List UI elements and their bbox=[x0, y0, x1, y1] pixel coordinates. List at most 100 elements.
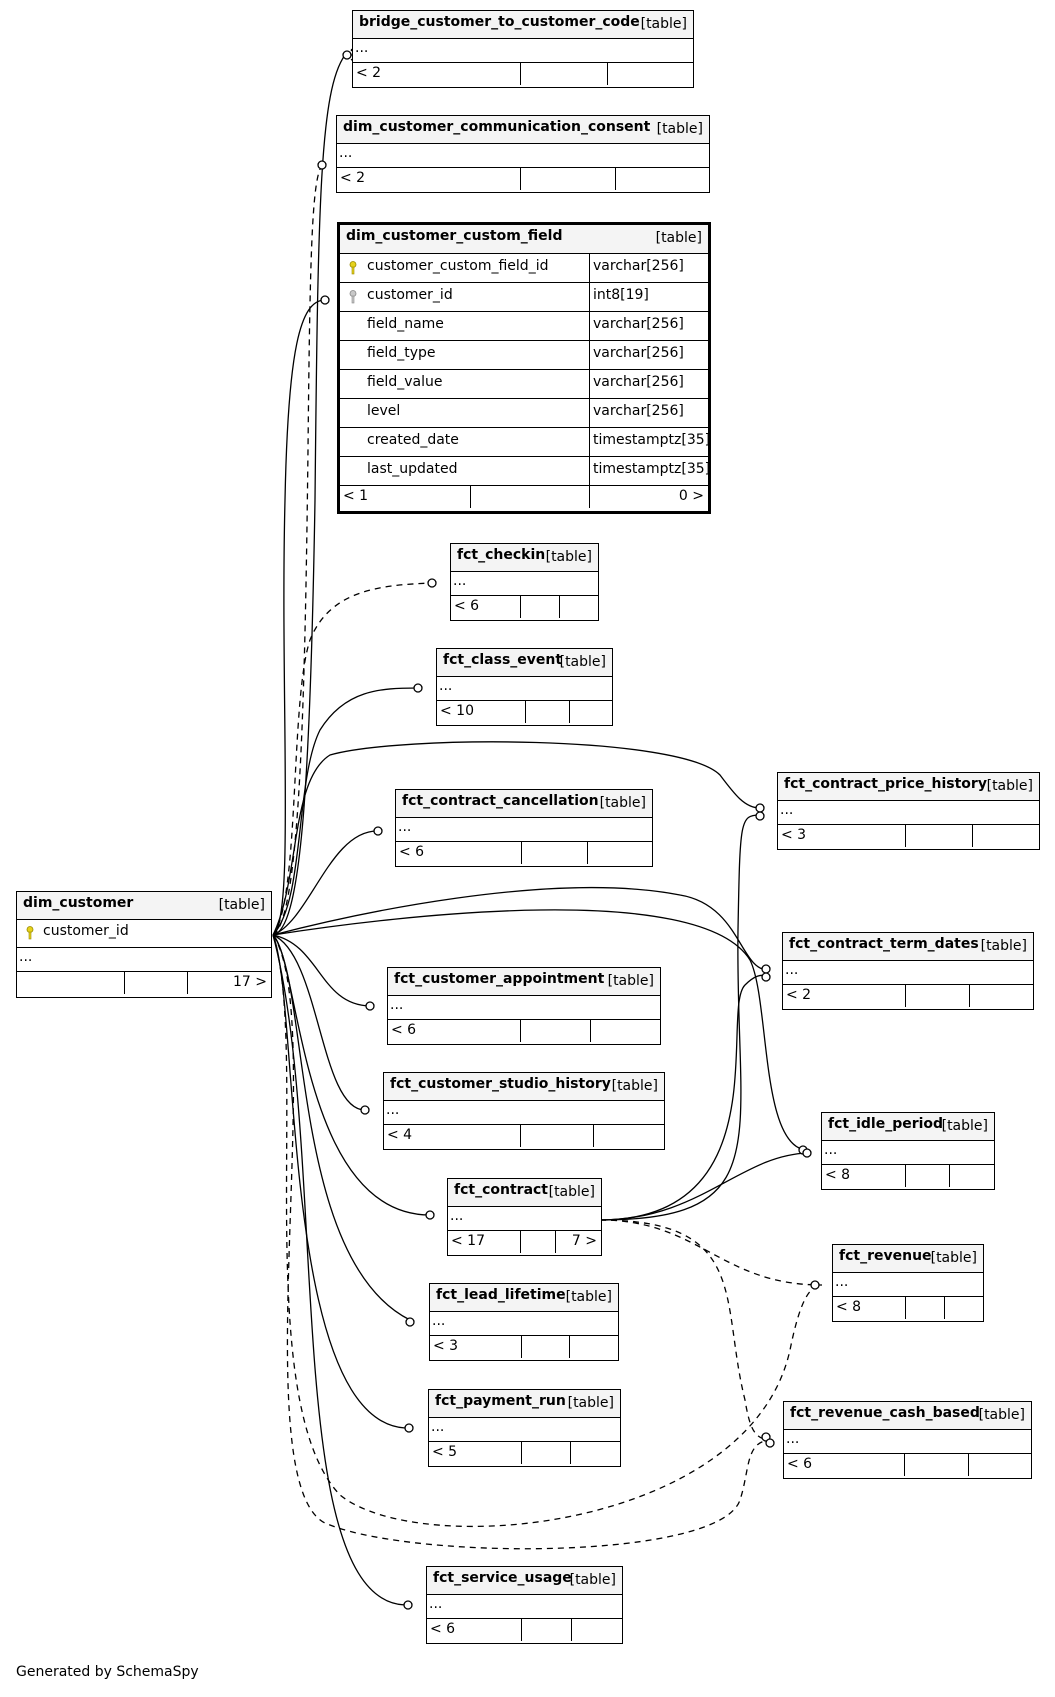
table-fct-contract[interactable]: fct_contract[table] ... < 17 7 > bbox=[447, 1178, 602, 1256]
column-type: varchar[256] bbox=[593, 403, 684, 419]
table-fct-revenue[interactable]: fct_revenue[table] ... < 8 bbox=[832, 1244, 984, 1322]
column-name[interactable]: level bbox=[367, 403, 401, 419]
table-name[interactable]: dim_customer_communication_consent bbox=[343, 119, 651, 135]
column-row[interactable]: level varchar[256] bbox=[340, 399, 708, 428]
parents-count[interactable]: < 6 bbox=[454, 598, 480, 614]
table-name[interactable]: fct_contract bbox=[454, 1182, 549, 1198]
table-name[interactable]: fct_contract_cancellation bbox=[402, 793, 599, 809]
parents-count[interactable]: < 8 bbox=[825, 1167, 851, 1183]
table-fct-service-usage[interactable]: fct_service_usage[table] ... < 6 bbox=[426, 1566, 623, 1644]
column-name[interactable]: customer_custom_field_id bbox=[367, 258, 549, 274]
table-fct-revenue-cash-based[interactable]: fct_revenue_cash_based[table] ... < 6 bbox=[783, 1401, 1032, 1479]
edge-dim-customer-to-custom-field bbox=[272, 299, 326, 936]
table-name[interactable]: fct_lead_lifetime bbox=[436, 1287, 566, 1303]
table-name[interactable]: fct_customer_studio_history bbox=[390, 1076, 611, 1092]
table-fct-idle-period[interactable]: fct_idle_period[table] ... < 8 bbox=[821, 1112, 995, 1190]
table-name[interactable]: fct_payment_run bbox=[435, 1393, 566, 1409]
parents-count[interactable]: < 5 bbox=[432, 1444, 458, 1460]
parents-count[interactable]: < 6 bbox=[787, 1456, 813, 1472]
parents-count[interactable]: < 3 bbox=[781, 827, 807, 843]
table-fct-lead-lifetime[interactable]: fct_lead_lifetime[table] ... < 3 bbox=[429, 1283, 619, 1361]
parents-count[interactable]: < 2 bbox=[356, 65, 382, 81]
column-type: varchar[256] bbox=[593, 374, 684, 390]
parents-count[interactable]: < 4 bbox=[387, 1127, 413, 1143]
table-type: [table] bbox=[548, 1184, 595, 1200]
column-name[interactable]: field_name bbox=[367, 316, 444, 332]
column-name-cell: field_value bbox=[340, 370, 590, 398]
table-fct-customer-appointment[interactable]: fct_customer_appointment[table] ... < 6 bbox=[387, 967, 661, 1045]
table-name[interactable]: fct_revenue bbox=[839, 1248, 932, 1264]
column-name[interactable]: customer_id bbox=[367, 287, 453, 303]
table-name[interactable]: fct_revenue_cash_based bbox=[790, 1405, 980, 1421]
table-fct-contract-term-dates[interactable]: fct_contract_term_dates[table] ... < 2 bbox=[782, 932, 1034, 1010]
column-row[interactable]: field_value varchar[256] bbox=[340, 370, 708, 399]
table-dim-customer-custom-field[interactable]: dim_customer_custom_field [table] custome… bbox=[337, 222, 711, 514]
table-name[interactable]: fct_checkin bbox=[457, 547, 546, 563]
table-fct-customer-studio-history[interactable]: fct_customer_studio_history[table] ... <… bbox=[383, 1072, 665, 1150]
edge-contract-to-term-dates bbox=[599, 974, 769, 1221]
parents-count[interactable]: < 10 bbox=[440, 703, 474, 719]
table-fct-contract-cancellation[interactable]: fct_contract_cancellation[table] ... < 6 bbox=[395, 789, 653, 867]
parents-count[interactable]: < 6 bbox=[391, 1022, 417, 1038]
table-name[interactable]: fct_idle_period bbox=[828, 1116, 944, 1132]
ellipsis-row: ... bbox=[432, 1313, 446, 1329]
parents-count[interactable]: < 3 bbox=[433, 1338, 459, 1354]
children-count[interactable]: 0 > bbox=[678, 488, 704, 504]
column-name[interactable]: field_value bbox=[367, 374, 443, 390]
table-fct-contract-price-history[interactable]: fct_contract_price_history[table] ... < … bbox=[777, 772, 1040, 850]
column-type-cell: varchar[256] bbox=[590, 399, 708, 427]
table-name[interactable]: dim_customer bbox=[23, 895, 134, 911]
ellipsis-row: ... bbox=[450, 1208, 464, 1224]
table-name[interactable]: fct_service_usage bbox=[433, 1570, 572, 1586]
table-type: [table] bbox=[565, 1289, 612, 1305]
primary-key-icon bbox=[349, 261, 357, 275]
table-fct-payment-run[interactable]: fct_payment_run[table] ... < 5 bbox=[428, 1389, 621, 1467]
table-name[interactable]: fct_contract_term_dates bbox=[789, 936, 979, 952]
column-name[interactable]: customer_id bbox=[43, 923, 129, 939]
table-bridge-customer-to-customer-code[interactable]: bridge_customer_to_customer_code[table] … bbox=[352, 10, 694, 88]
table-name[interactable]: bridge_customer_to_customer_code bbox=[359, 14, 640, 30]
children-count[interactable]: 7 > bbox=[571, 1233, 597, 1249]
parents-count[interactable]: < 8 bbox=[836, 1299, 862, 1315]
table-fct-checkin[interactable]: fct_checkin[table] ... < 6 bbox=[450, 543, 599, 621]
table-name[interactable]: dim_customer_custom_field bbox=[346, 228, 563, 244]
table-name[interactable]: fct_class_event bbox=[443, 652, 563, 668]
parents-count[interactable]: < 1 bbox=[343, 488, 369, 504]
children-count[interactable]: 17 > bbox=[233, 974, 267, 990]
column-name[interactable]: created_date bbox=[367, 432, 459, 448]
column-name[interactable]: field_type bbox=[367, 345, 436, 361]
column-row[interactable]: field_name varchar[256] bbox=[340, 312, 708, 341]
column-name[interactable]: last_updated bbox=[367, 461, 458, 477]
table-type: [table] bbox=[930, 1250, 977, 1266]
table-fct-class-event[interactable]: fct_class_event[table] ... < 10 bbox=[436, 648, 613, 726]
edge-dim-customer-to-studio-history bbox=[272, 934, 366, 1111]
table-type: [table] bbox=[655, 230, 702, 246]
ellipsis-row: ... bbox=[398, 819, 412, 835]
foreign-key-icon bbox=[349, 290, 357, 304]
parents-count[interactable]: < 2 bbox=[340, 170, 366, 186]
table-dim-customer[interactable]: dim_customer[table] customer_id ... 17 > bbox=[16, 891, 272, 998]
column-name-cell: customer_custom_field_id bbox=[340, 254, 590, 282]
column-name-cell: level bbox=[340, 399, 590, 427]
parents-count[interactable]: < 6 bbox=[399, 844, 425, 860]
column-type-cell: varchar[256] bbox=[590, 312, 708, 340]
table-name[interactable]: fct_contract_price_history bbox=[784, 776, 987, 792]
edge-dim-customer-to-payment-run bbox=[272, 934, 406, 1429]
table-name[interactable]: fct_customer_appointment bbox=[394, 971, 605, 987]
table-type: [table] bbox=[218, 897, 265, 913]
table-dim-customer-communication-consent[interactable]: dim_customer_communication_consent[table… bbox=[336, 115, 710, 193]
primary-key-icon bbox=[26, 926, 34, 940]
parents-count[interactable]: < 6 bbox=[430, 1621, 456, 1637]
column-row[interactable]: customer_id int8[19] bbox=[340, 283, 708, 312]
table-type: [table] bbox=[941, 1118, 988, 1134]
edge-contract-to-revenue bbox=[599, 1219, 823, 1286]
parents-count[interactable]: < 17 bbox=[451, 1233, 485, 1249]
parents-count[interactable]: < 2 bbox=[786, 987, 812, 1003]
table-type: [table] bbox=[986, 778, 1033, 794]
column-type: int8[19] bbox=[593, 287, 649, 303]
